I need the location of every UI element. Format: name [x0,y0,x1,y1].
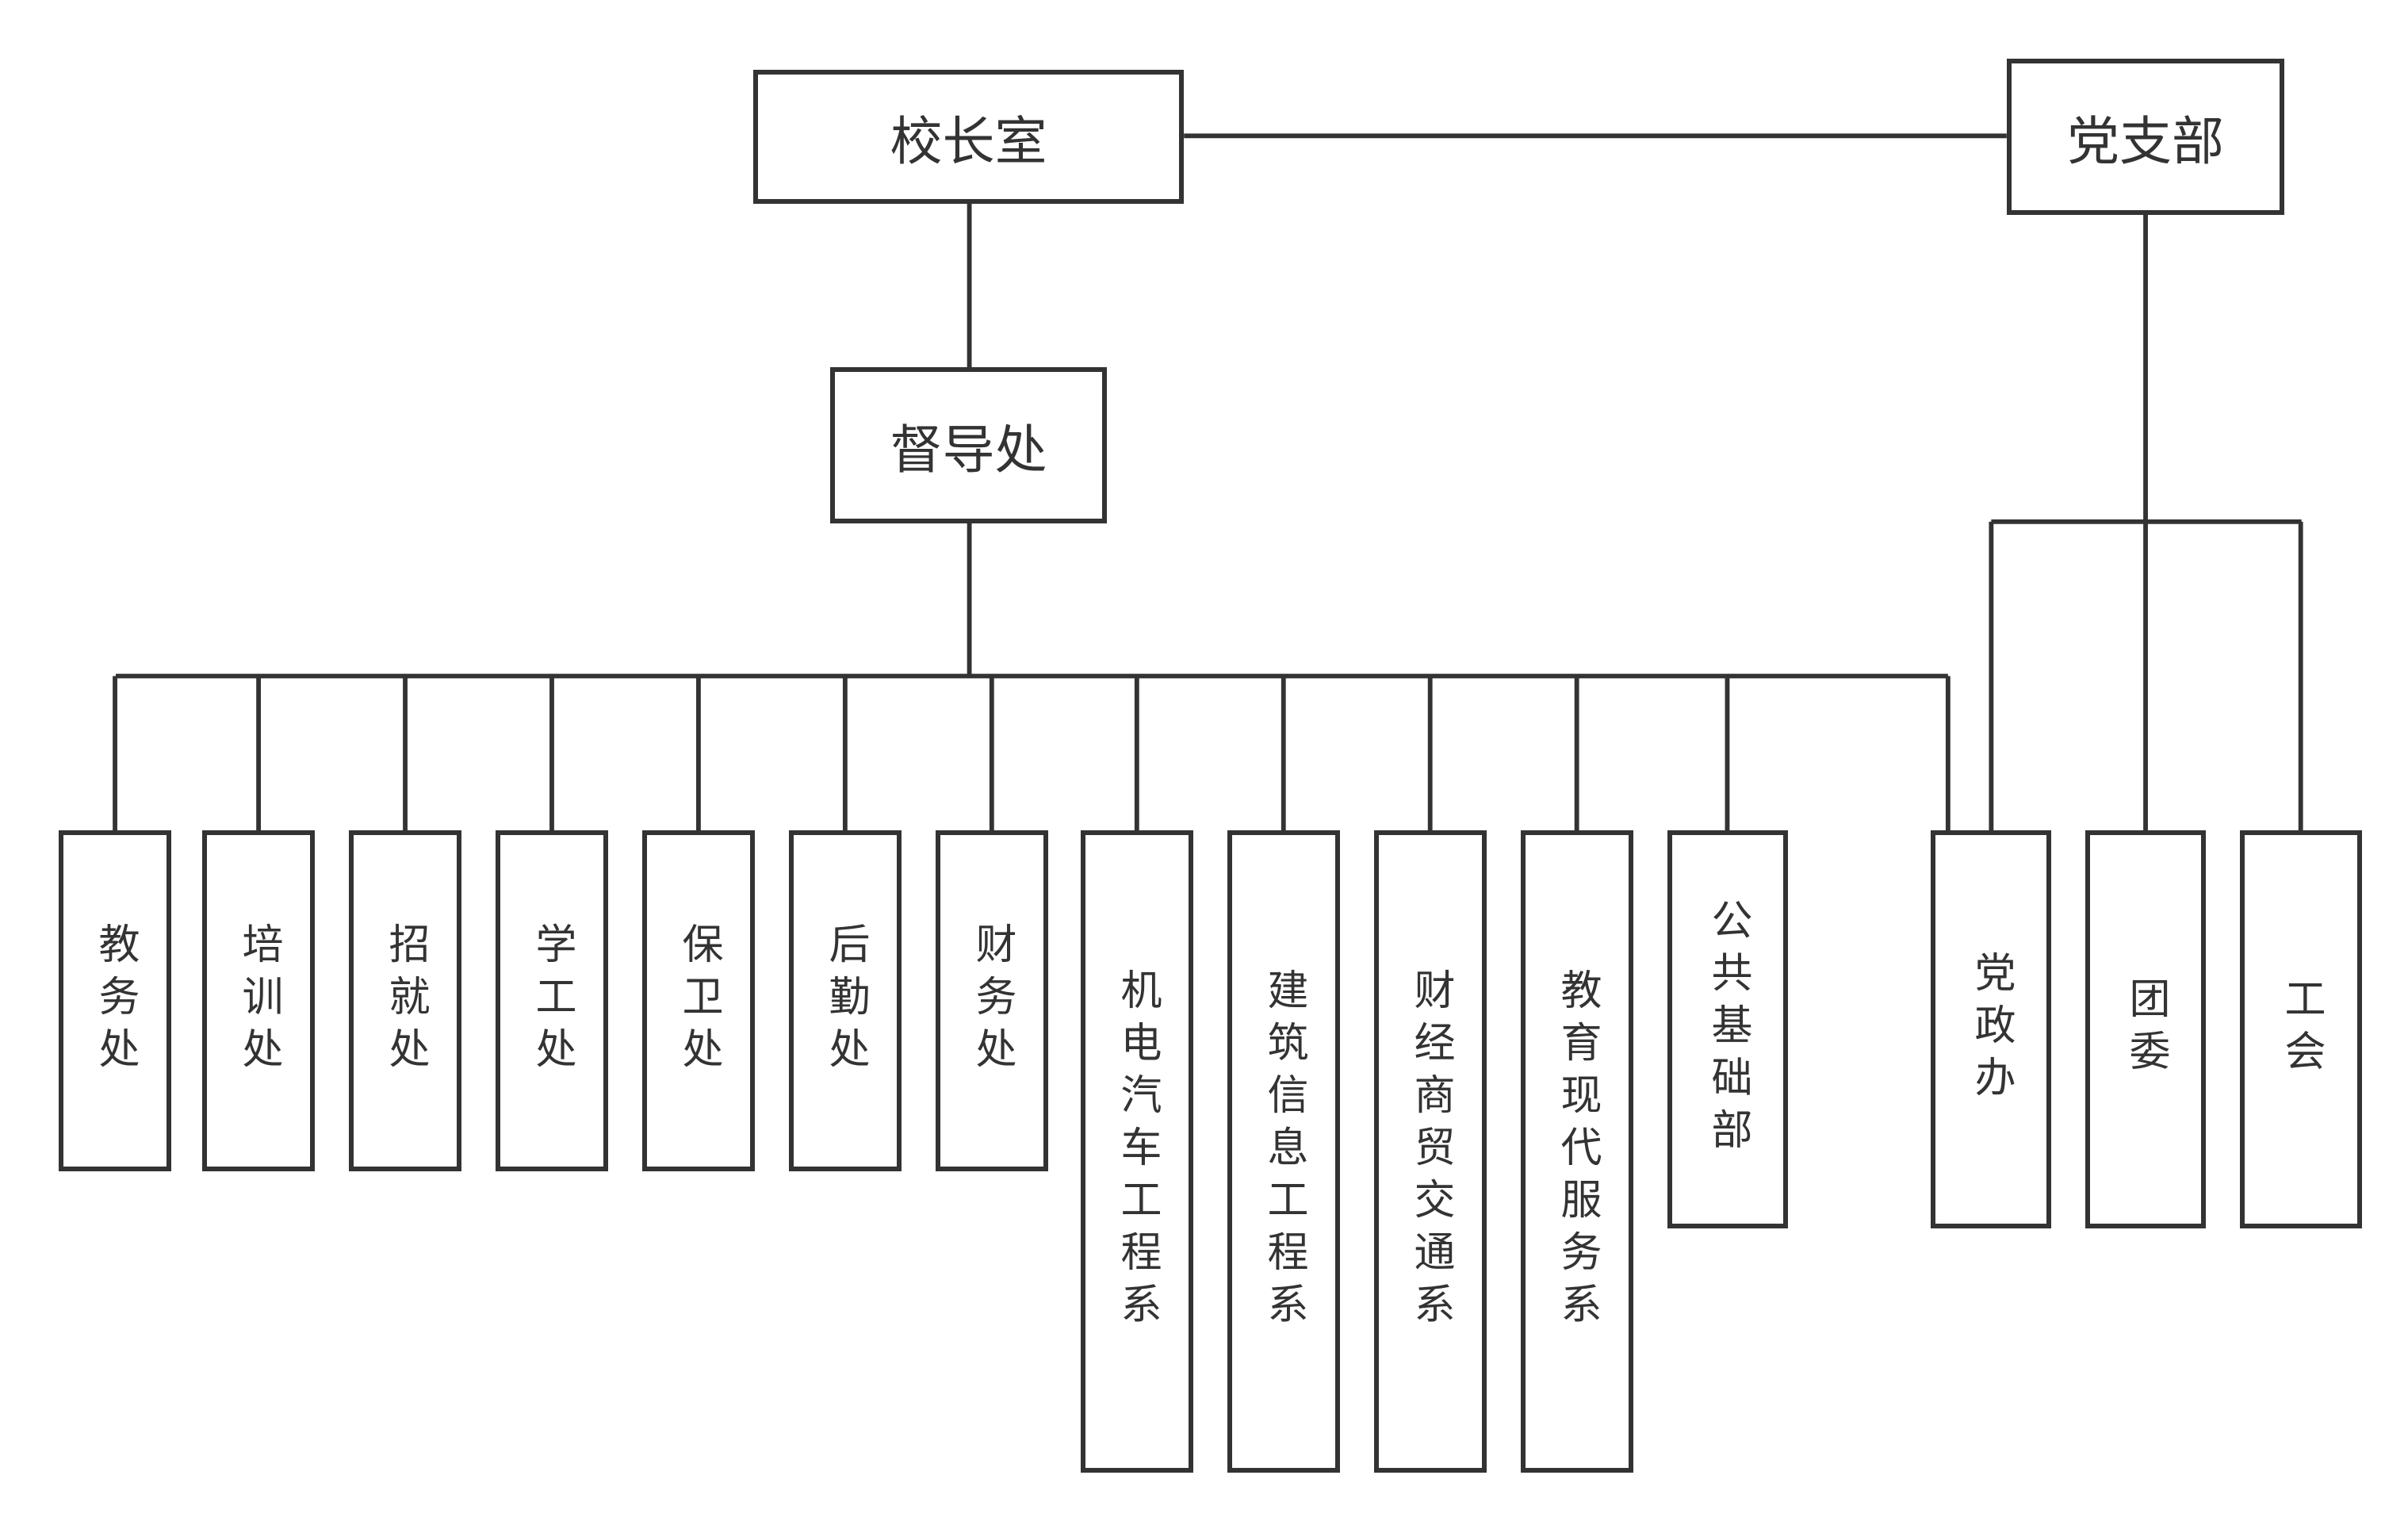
department-5-label: 保卫处 [675,922,722,1079]
department-10-label: 财经商贸交通系 [1407,968,1454,1335]
department-1-label: 教务处 [91,922,139,1079]
node-supervision-label: 督导处 [890,419,1047,481]
node-principal[interactable]: 校长室 [753,70,1184,204]
department-6-label: 后勤处 [821,922,869,1079]
party-unit-1[interactable]: 党政办 [1931,830,2051,1228]
department-8[interactable]: 机电汽车工程系 [1081,830,1193,1473]
party-unit-3[interactable]: 工会 [2240,830,2362,1228]
node-supervision[interactable]: 督导处 [830,367,1107,523]
department-12[interactable]: 公共基础部 [1667,830,1788,1228]
department-1[interactable]: 教务处 [59,830,171,1171]
department-7-label: 财务处 [968,922,1016,1079]
department-2[interactable]: 培训处 [202,830,315,1171]
department-11-label: 教育现代服务系 [1553,968,1601,1335]
department-6[interactable]: 后勤处 [789,830,902,1171]
department-4[interactable]: 学工处 [496,830,608,1171]
department-3[interactable]: 招就处 [349,830,461,1171]
department-12-label: 公共基础部 [1704,899,1751,1160]
department-11[interactable]: 教育现代服务系 [1521,830,1633,1473]
party-unit-3-label: 工会 [2277,977,2325,1082]
node-party[interactable]: 党支部 [2007,59,2284,215]
department-9-label: 建筑信息工程系 [1260,968,1307,1335]
party-unit-2-label: 团委 [2122,977,2169,1082]
department-3-label: 招就处 [381,922,429,1079]
node-party-label: 党支部 [2067,110,2224,172]
department-8-label: 机电汽车工程系 [1113,968,1161,1335]
department-7[interactable]: 财务处 [936,830,1048,1171]
party-unit-2[interactable]: 团委 [2085,830,2206,1228]
department-2-label: 培训处 [235,922,282,1079]
department-9[interactable]: 建筑信息工程系 [1227,830,1340,1473]
department-10[interactable]: 财经商贸交通系 [1374,830,1487,1473]
department-4-label: 学工处 [528,922,576,1079]
party-unit-1-label: 党政办 [1967,951,2015,1108]
department-5[interactable]: 保卫处 [642,830,755,1171]
node-principal-label: 校长室 [890,110,1047,172]
